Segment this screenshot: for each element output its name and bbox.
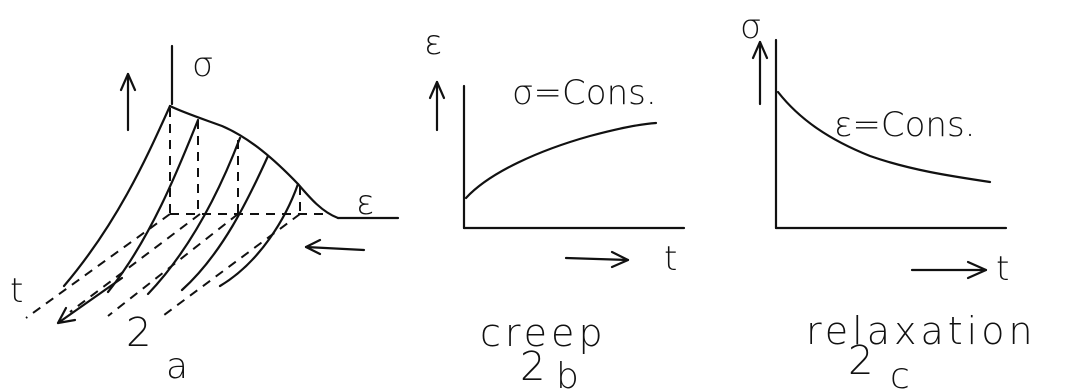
panel-c-caption: relaxation: [806, 309, 1037, 353]
panel-a-surface-curve-3: [146, 136, 242, 296]
panel-c-right-arrow-icon: [910, 260, 988, 280]
panel-c-y-label: σ: [740, 7, 762, 47]
panel-c-up-arrow-icon: [751, 40, 769, 106]
panel-c-figure-letter: c: [890, 356, 910, 392]
panel-b-figure-number: 2: [520, 344, 545, 390]
panel-a-surface-curve-2: [106, 118, 200, 294]
panel-a-dashed-t-4: [159, 213, 301, 319]
panel-a-surface-curve-1: [62, 104, 172, 288]
panel-a-dashed-t-1: [25, 213, 171, 319]
panel-b-up-arrow-icon: [428, 80, 446, 132]
panel-a-left-arrow-icon: [304, 238, 366, 256]
panel-a-envelope-curve: [168, 104, 340, 220]
panel-b-caption: creep: [480, 311, 607, 355]
panel-c-t-label: t: [996, 249, 1009, 289]
panel-a-t-arrow-icon: [56, 276, 124, 325]
panel-a-surface-curve-5: [218, 182, 300, 288]
panel-b-right-arrow-icon: [564, 250, 630, 269]
panel-a-up-arrow-icon: [119, 72, 137, 132]
panel-a-surface-curve-4: [180, 154, 270, 292]
panel-b-creep-curve: [464, 121, 658, 200]
panel-a-dashed-t-2: [69, 213, 201, 313]
panel-b-condition-label: σ=Cons.: [512, 73, 657, 113]
panel-c-condition-label: ε=Cons.: [834, 105, 975, 145]
panel-2c: σ ε=Cons. t relaxation 2 c: [740, 7, 1037, 392]
panel-a-figure-number: 2: [126, 310, 151, 356]
panel-c-figure-number: 2: [848, 338, 873, 384]
panel-a-eps-label: ε: [356, 183, 374, 223]
panel-a-sigma-label: σ: [192, 45, 214, 85]
panel-c-relaxation-curve: [776, 90, 992, 184]
panel-a-t-label: t: [10, 271, 23, 311]
panel-2b: ε σ=Cons. t creep 2 b: [424, 23, 686, 392]
panel-a-figure-letter: a: [166, 346, 188, 387]
panel-2a: σ ε t 2 a: [10, 44, 400, 387]
panel-b-t-label: t: [664, 239, 677, 279]
panel-b-y-label: ε: [424, 23, 442, 63]
panel-b-figure-letter: b: [556, 356, 579, 392]
